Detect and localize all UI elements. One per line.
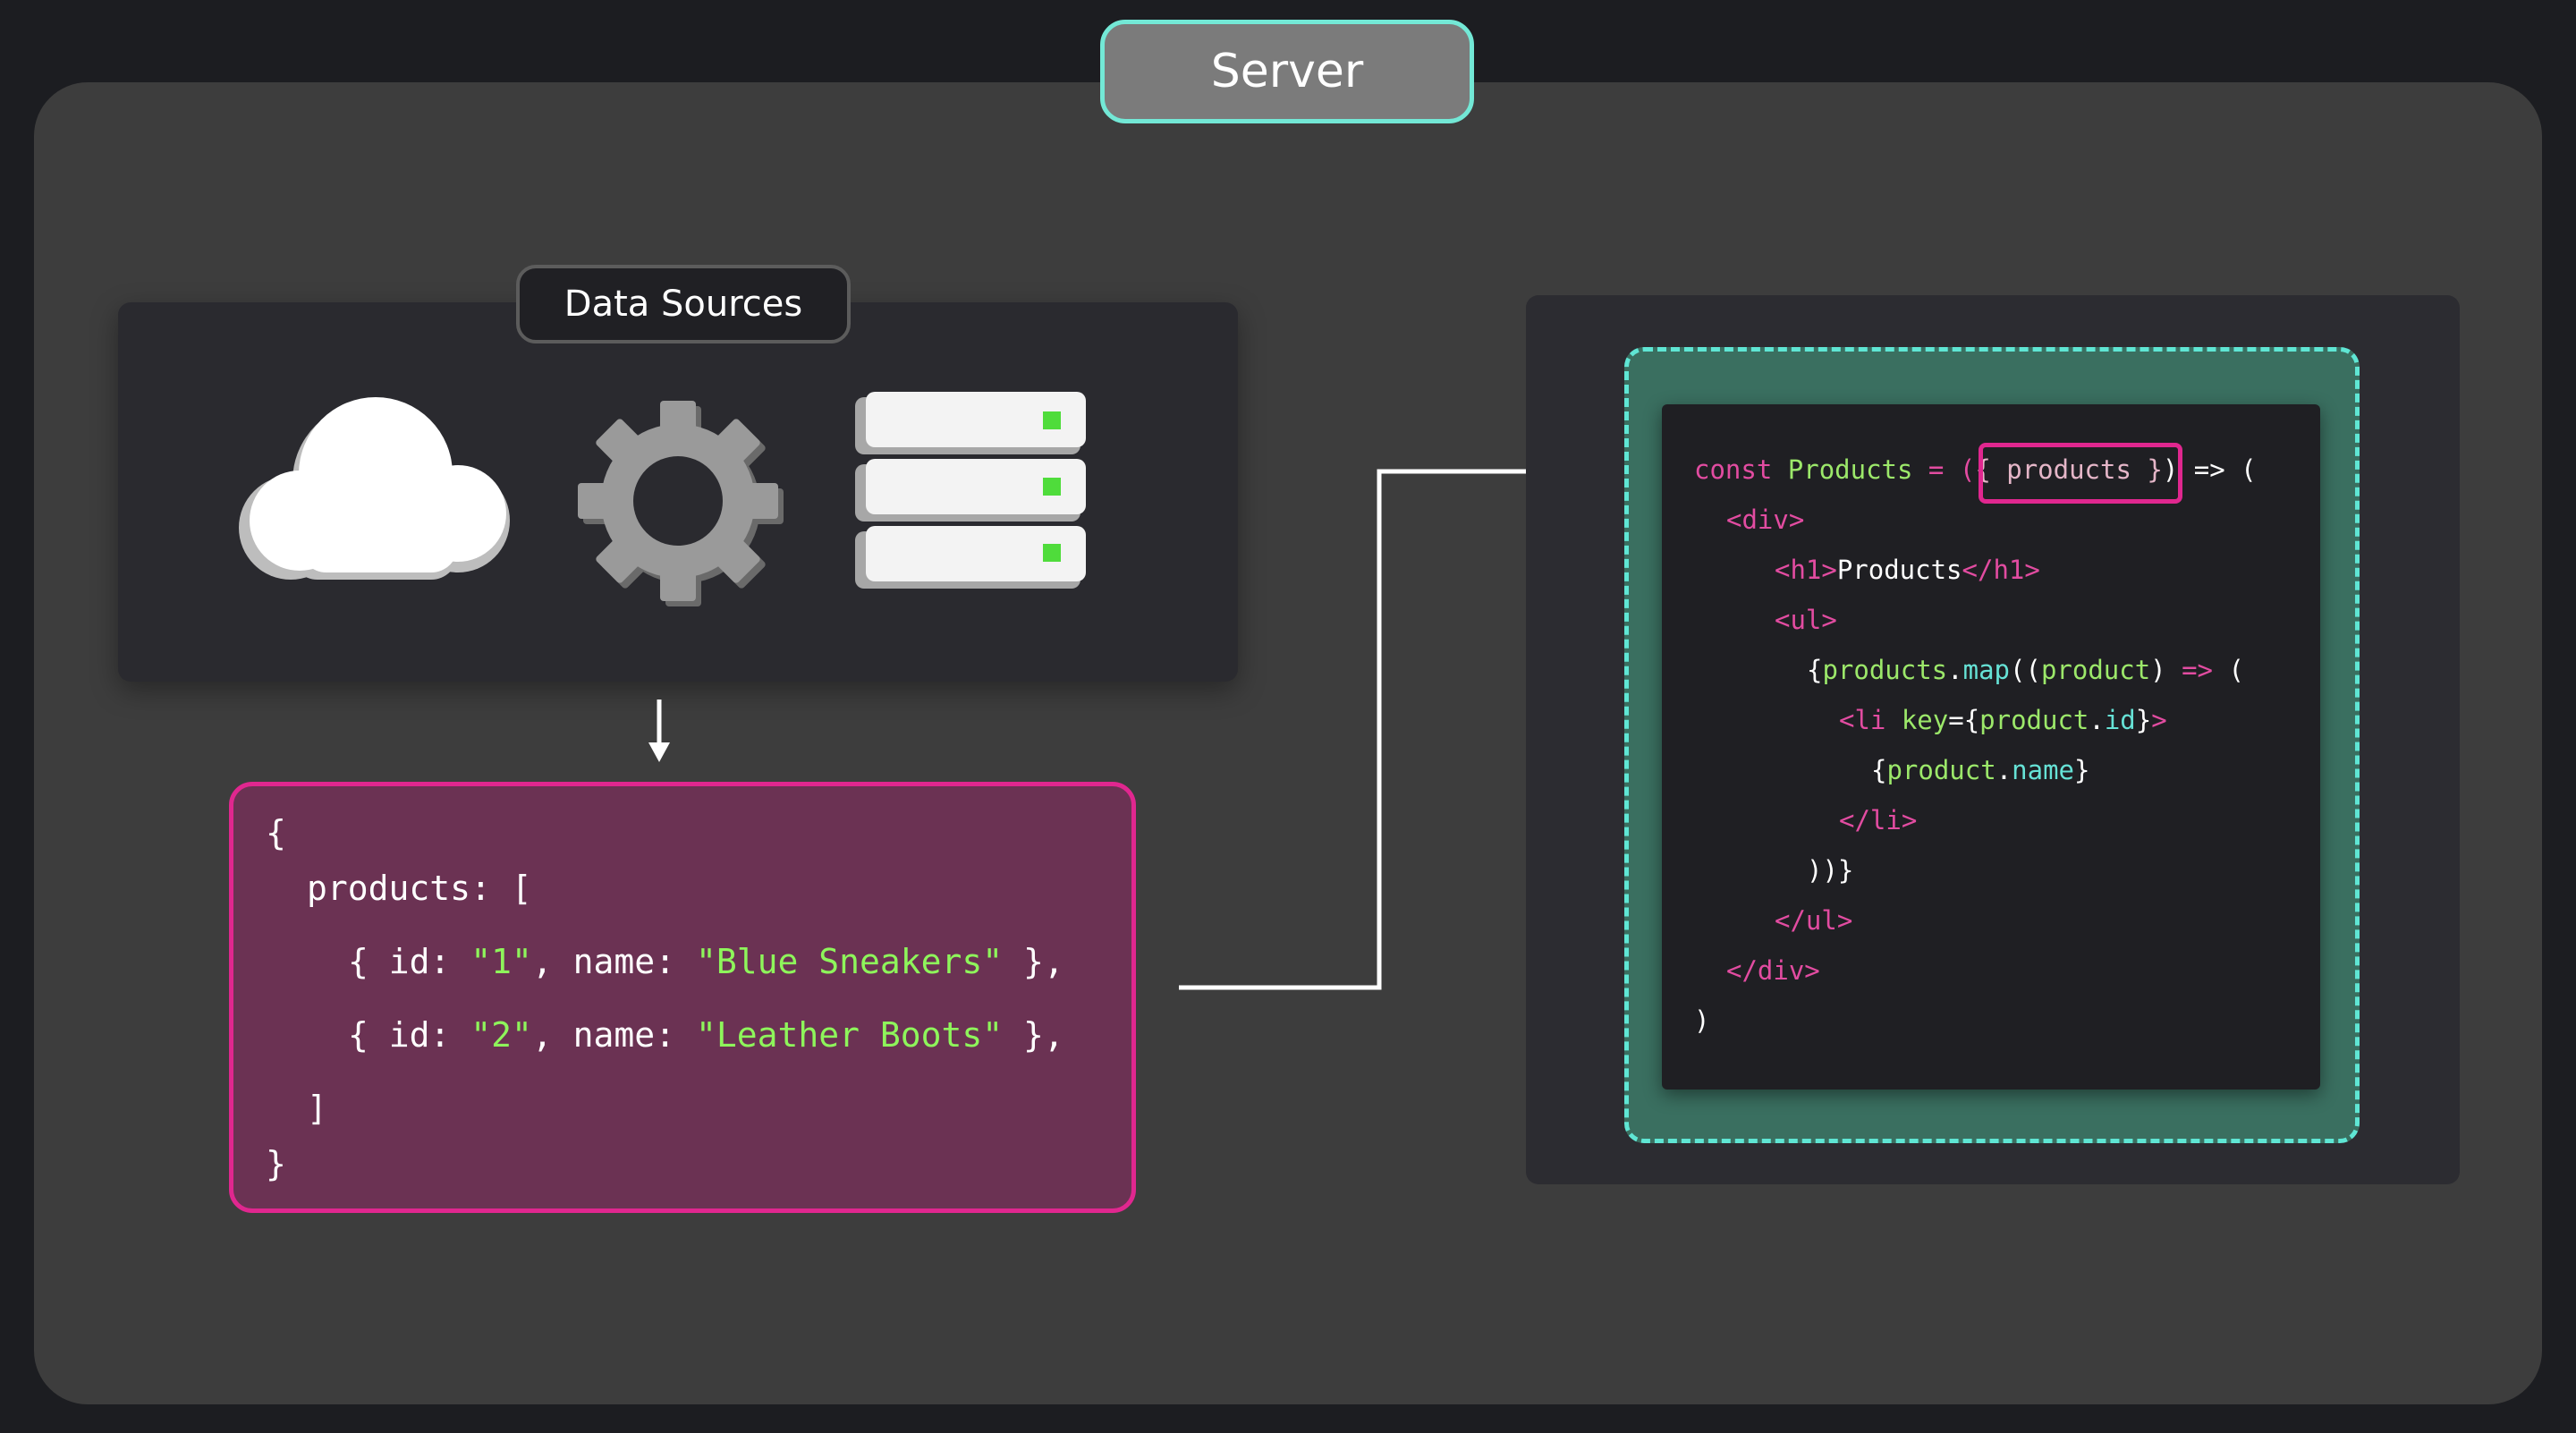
code-line-8: </li> bbox=[1839, 805, 1918, 835]
code-line-12: ) bbox=[1694, 1005, 1710, 1036]
code-line-5: {products.map((product) => ( bbox=[1807, 655, 2244, 685]
json-close-brace: } bbox=[266, 1144, 286, 1183]
gear-icon bbox=[578, 401, 784, 606]
data-sources-label-text: Data Sources bbox=[564, 284, 803, 325]
json-item-2: { id: "2", name: "Leather Boots" }, bbox=[348, 1015, 1064, 1055]
products-prop-highlight bbox=[1979, 443, 2182, 504]
component-code: const Products = ({ products }) => ( <di… bbox=[1662, 404, 2320, 1090]
code-line-6: <li key={product.id}> bbox=[1839, 705, 2167, 735]
json-close-bracket: ] bbox=[307, 1089, 327, 1128]
code-line-10: </ul> bbox=[1775, 905, 1853, 936]
arrow-down bbox=[648, 700, 670, 762]
code-line-9: ))} bbox=[1807, 855, 1854, 886]
cloud-icon bbox=[239, 397, 510, 580]
database-server-icon bbox=[855, 392, 1086, 589]
code-line-11: </div> bbox=[1726, 955, 1820, 986]
json-products-key: products: [ bbox=[307, 869, 532, 908]
code-line-7: {product.name} bbox=[1871, 755, 2090, 785]
code-line-1: const Products = ({ products }) => ( bbox=[1694, 454, 2257, 485]
code-line-4: <ul> bbox=[1775, 605, 1837, 635]
json-open-brace: { bbox=[266, 813, 286, 852]
server-title: Server bbox=[1100, 20, 1474, 123]
data-sources-label: Data Sources bbox=[516, 265, 851, 343]
code-line-3: <h1>Products</h1> bbox=[1775, 555, 2040, 585]
json-payload-box: { products: [ { id: "1", name: "Blue Sne… bbox=[229, 782, 1136, 1213]
json-item-1: { id: "1", name: "Blue Sneakers" }, bbox=[348, 942, 1064, 981]
code-line-2: <div> bbox=[1726, 505, 1805, 535]
server-title-text: Server bbox=[1210, 45, 1364, 98]
